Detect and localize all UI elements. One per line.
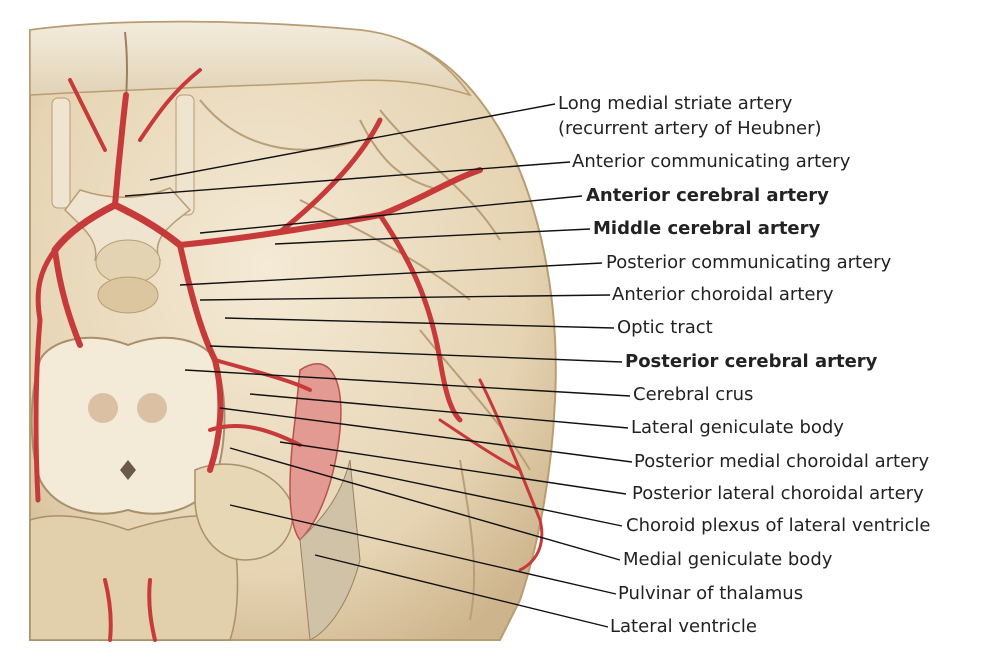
label-pulvinar-of-thalamus: Pulvinar of thalamus [618,583,804,604]
choroid-plexus [289,363,342,542]
label-lateral-geniculate-body: Lateral geniculate body [631,417,844,438]
cerebellum [29,515,239,641]
leader-choroid-plexus [329,464,623,527]
leader-pulvinar [229,504,617,595]
olfactory-tract-right [175,94,195,216]
label-lateral-ventricle: Lateral ventricle [610,616,757,637]
gyri-folds [199,99,531,621]
label-recurrent-artery-of-heubner: (recurrent artery of Heubner) [558,118,822,139]
leader-anterior-choroidal [199,294,611,301]
leader-long-medial-striate [149,103,556,181]
label-long-medial-striate-artery: Long medial striate artery [558,93,793,114]
pulvinar [194,463,294,561]
label-optic-tract: Optic tract [617,317,713,338]
label-posterior-medial-choroidal-artery: Posterior medial choroidal artery [634,451,930,472]
label-choroid-plexus-of-lateral-ventricle: Choroid plexus of lateral ventricle [626,515,931,536]
leader-anterior-cerebral [199,195,583,234]
arteries [33,68,544,642]
leader-lines [124,103,633,628]
tuber-cinereum [97,276,159,314]
label-posterior-communicating-artery: Posterior communicating artery [606,252,892,273]
label-middle-cerebral-artery: Middle cerebral artery [593,218,821,239]
leader-optic-tract [224,317,615,329]
leader-middle-cerebral [274,228,591,245]
cortex-cut-surface [29,20,472,97]
red-nucleus-left [88,393,118,423]
label-posterior-lateral-choroidal-artery: Posterior lateral choroidal artery [632,483,924,504]
cerebral-aqueduct [120,460,136,480]
lateral-ventricle [299,459,361,641]
leader-anterior-communicating [124,161,571,197]
leader-posterior-cerebral [209,345,623,363]
label-anterior-cerebral-artery: Anterior cerebral artery [586,185,829,206]
leader-posterior-medial-choroidal [219,407,633,463]
olfactory-tract-left [51,97,71,209]
leader-cerebral-crus [184,369,631,397]
leader-medial-geniculate [229,447,621,561]
leader-posterior-lateral-choroidal [279,441,627,495]
leader-posterior-communicating [179,262,603,286]
label-anterior-communicating-artery: Anterior communicating artery [572,151,851,172]
leader-lateral-ventricle [314,554,609,628]
label-anterior-choroidal-artery: Anterior choroidal artery [612,284,834,305]
label-posterior-cerebral-artery: Posterior cerebral artery [625,351,878,372]
label-medial-geniculate-body: Medial geniculate body [623,549,833,570]
red-nucleus-right [137,393,167,423]
leader-lateral-geniculate [249,393,629,429]
label-cerebral-crus: Cerebral crus [633,384,754,405]
